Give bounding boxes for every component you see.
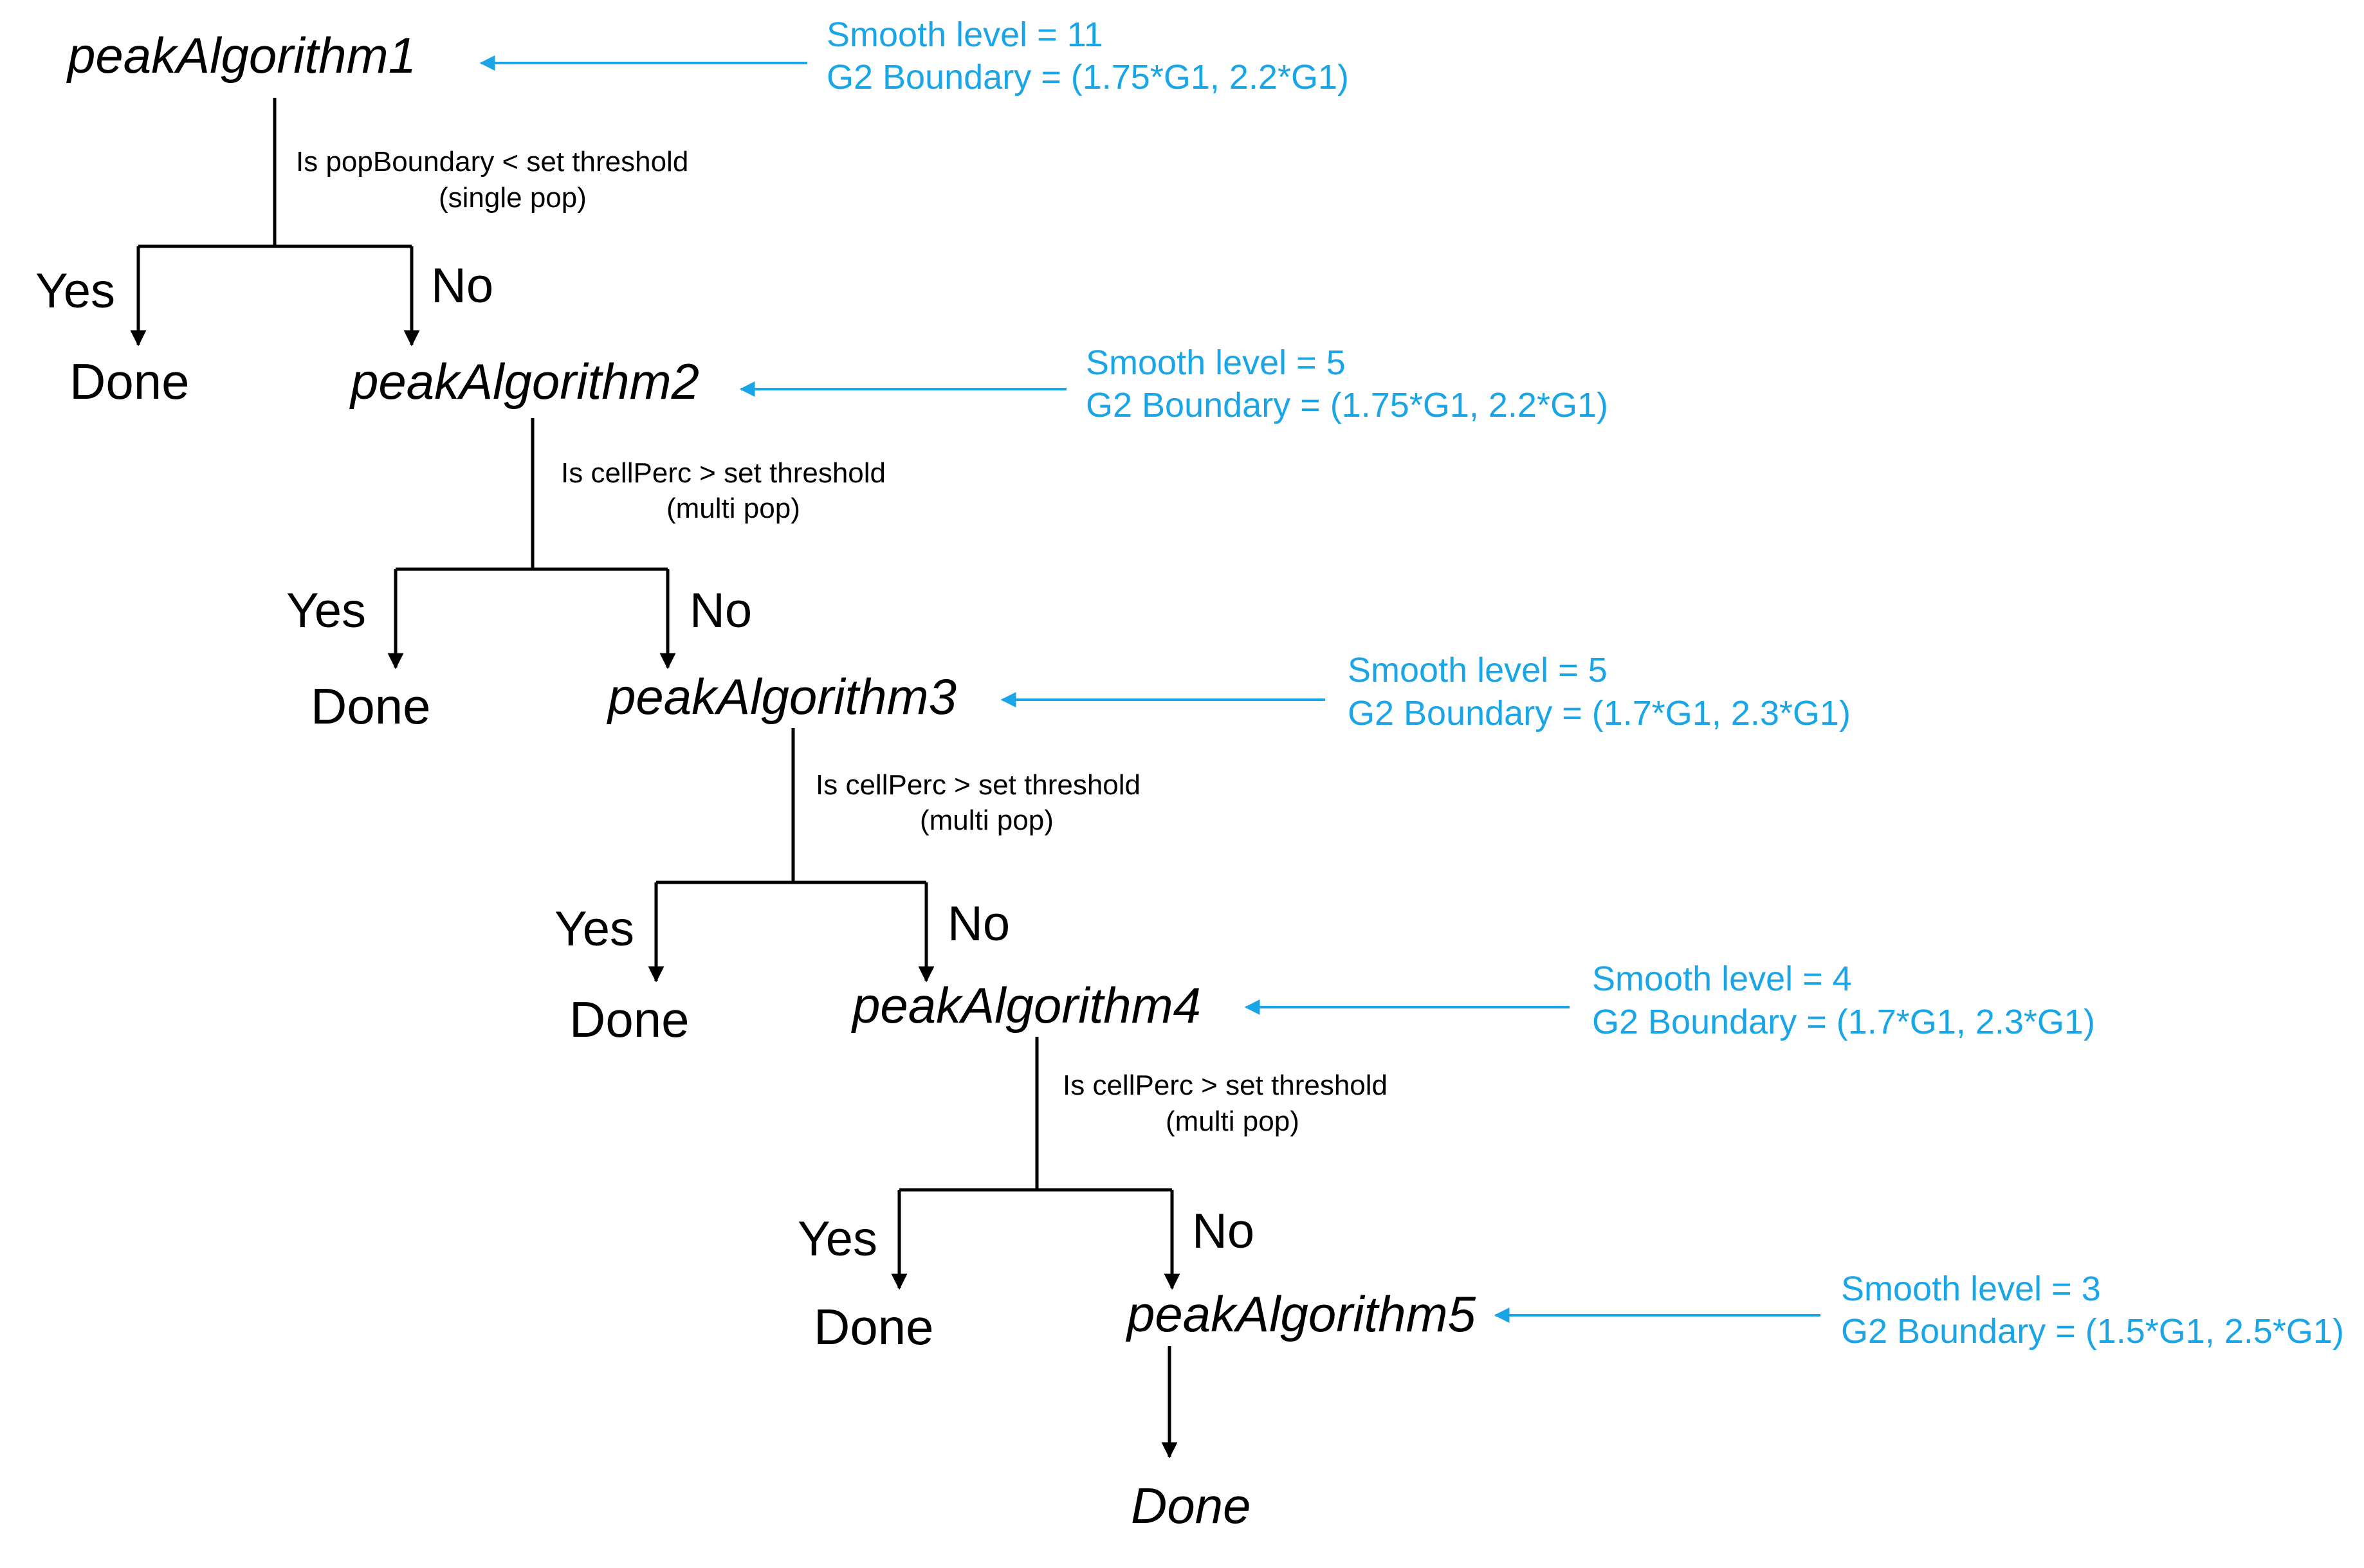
algorithm-node-2: peakAlgorithm2: [349, 353, 699, 410]
param-smooth-2: Smooth level = 5: [1086, 343, 1346, 382]
condition-2-line2: (multi pop): [666, 493, 800, 524]
no-label-1: No: [431, 259, 493, 313]
done-node-3: Done: [569, 991, 689, 1048]
param-smooth-5: Smooth level = 3: [1841, 1270, 2101, 1308]
final-done-node: Done: [1131, 1477, 1251, 1534]
algorithm-node-5: peakAlgorithm5: [1126, 1286, 1476, 1342]
condition-3-line1: Is cellPerc > set threshold: [816, 769, 1141, 801]
condition-1-line2: (single pop): [439, 182, 587, 214]
algorithm-node-3: peakAlgorithm3: [607, 668, 957, 725]
no-label-2: No: [690, 583, 752, 638]
condition-2-line1: Is cellPerc > set threshold: [561, 457, 886, 489]
param-smooth-3: Smooth level = 5: [1348, 651, 1608, 689]
yes-label-4: Yes: [798, 1212, 877, 1266]
condition-4-line1: Is cellPerc > set threshold: [1063, 1070, 1388, 1101]
param-g2-2: G2 Boundary = (1.75*G1, 2.2*G1): [1086, 386, 1608, 424]
param-g2-4: G2 Boundary = (1.7*G1, 2.3*G1): [1592, 1003, 2095, 1041]
param-g2-1: G2 Boundary = (1.75*G1, 2.2*G1): [827, 58, 1349, 96]
condition-4-line2: (multi pop): [1166, 1106, 1299, 1137]
param-smooth-4: Smooth level = 4: [1592, 960, 1852, 998]
algorithm-node-4: peakAlgorithm4: [851, 977, 1201, 1034]
no-label-4: No: [1192, 1204, 1254, 1259]
condition-3-line2: (multi pop): [920, 805, 1054, 836]
yes-label-2: Yes: [286, 583, 366, 638]
condition-1-line1: Is popBoundary < set threshold: [296, 146, 688, 178]
param-g2-5: G2 Boundary = (1.5*G1, 2.5*G1): [1841, 1312, 2344, 1351]
done-node-1: Done: [69, 353, 189, 410]
param-g2-3: G2 Boundary = (1.7*G1, 2.3*G1): [1348, 694, 1851, 733]
yes-label-1: Yes: [35, 264, 115, 318]
algorithm-node-1: peakAlgorithm1: [66, 27, 416, 84]
yes-label-3: Yes: [554, 902, 634, 956]
no-label-3: No: [948, 897, 1010, 951]
param-smooth-1: Smooth level = 11: [827, 15, 1103, 54]
done-node-2: Done: [311, 678, 430, 734]
done-node-4: Done: [814, 1299, 933, 1355]
